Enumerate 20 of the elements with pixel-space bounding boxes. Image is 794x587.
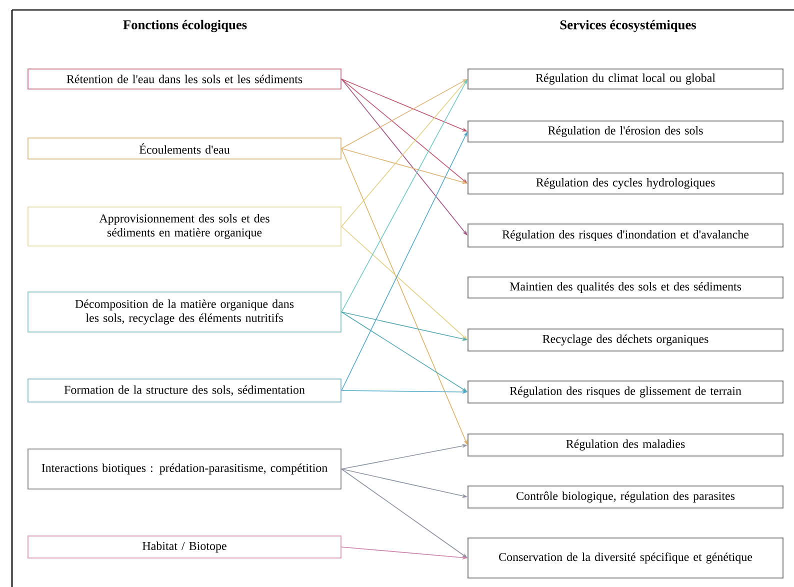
function-box: Interactions biotiques : prédation-parasitisme, compétition — [27, 448, 342, 490]
function-box: Régulation des maladies — [467, 433, 784, 457]
function-box: Rétention de l'eau dans les sols et les sédiments — [27, 68, 342, 90]
function-box: Formation de la structure des sols, sédimentation — [27, 378, 342, 403]
function-box: Habitat / Biotope — [27, 535, 342, 559]
function-box: Recyclage des déchets organiques — [467, 328, 784, 352]
arrow — [341, 226, 468, 340]
function-box: Régulation de l'érosion des sols — [467, 120, 784, 143]
function-box: Régulation des risques de glissement de terrain — [467, 380, 784, 404]
function-box: Maintien des qualités des sols et des sédiments — [467, 276, 784, 299]
function-box: Écoulements d'eau — [27, 137, 342, 160]
function-box: Régulation des risques d'inondation et d'avalanche — [467, 223, 784, 248]
column-heading: Services écosystémiques — [560, 20, 696, 32]
function-box: Contrôle biologique, régulation des parasites — [467, 485, 784, 509]
column-heading: Fonctions écologiques — [123, 20, 247, 32]
function-box: Approvisionnement des sols et des sédiments en matière organique — [27, 206, 342, 247]
function-box: Décomposition de la matière organique dans les sols, recyclage des éléments nutritifs — [27, 291, 342, 333]
function-box: Conservation de la diversité spécifique et génétique — [467, 537, 784, 579]
function-box: Régulation du climat local ou global — [467, 68, 784, 90]
function-box: Régulation des cycles hydrologiques — [467, 172, 784, 195]
